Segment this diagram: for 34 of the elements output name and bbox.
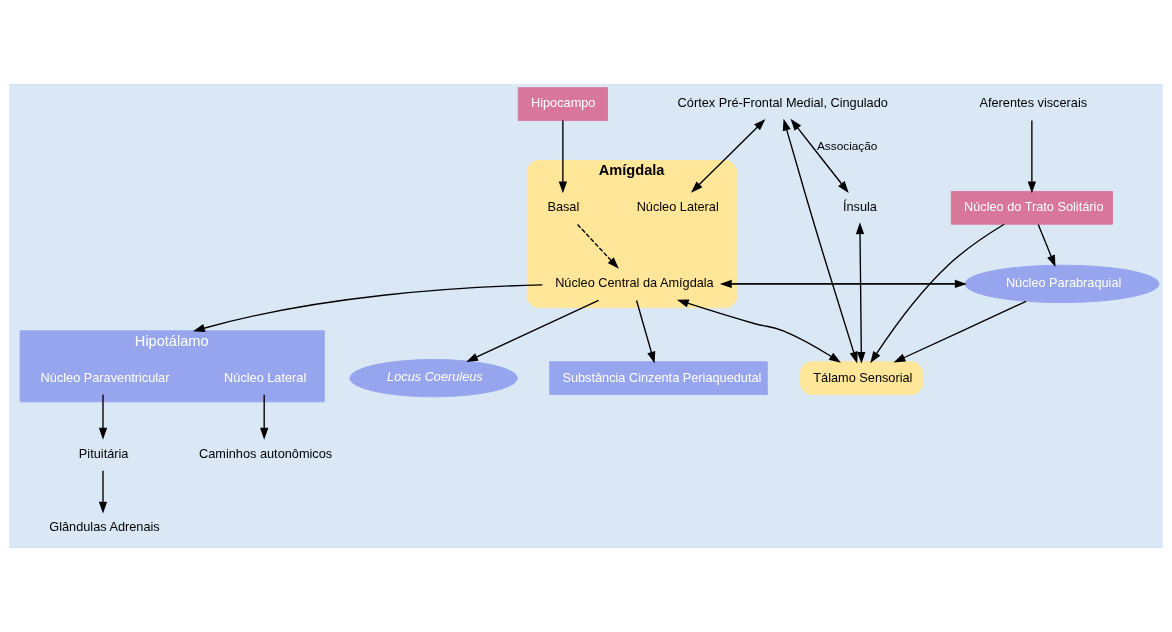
node-ellipse: Locus Coeruleus xyxy=(349,359,518,398)
node-box: Substância Cinzenta Periaquedutal xyxy=(549,361,768,395)
node-text: Glândulas Adrenais xyxy=(49,519,160,535)
arrow xyxy=(193,284,544,333)
arrow xyxy=(98,470,108,514)
arrow xyxy=(855,222,866,364)
arrow xyxy=(790,118,849,193)
node-text: Caminhos autonômicos xyxy=(199,445,333,461)
arrow xyxy=(466,299,600,362)
arrow xyxy=(558,119,568,194)
node-box: Tálamo Sensorial xyxy=(800,361,924,395)
node-text: Núcleo Paraventricular xyxy=(40,369,170,385)
node-box: Hipocampo xyxy=(517,87,608,121)
node-box: Núcleo do Trato Solitário xyxy=(950,191,1113,225)
arrow xyxy=(1027,119,1037,194)
arrow xyxy=(1037,223,1056,268)
node-text: Córtex Pré-Frontal Medial, Cingulado xyxy=(677,95,888,111)
arrow xyxy=(782,118,858,364)
arrow xyxy=(676,299,841,363)
node-text: Aferentes viscerais xyxy=(979,95,1088,111)
arrow xyxy=(260,394,269,440)
arrow xyxy=(893,300,1027,363)
node-text: Pituitária xyxy=(78,445,129,461)
node-text: Núcleo Lateral xyxy=(224,369,307,385)
edge-label: Associação xyxy=(816,138,878,153)
node-text: Ínsula xyxy=(842,199,877,215)
node-text: Núcleo Lateral xyxy=(636,199,719,215)
node-text: Núcleo Central da Amígdala xyxy=(555,275,714,291)
arrow xyxy=(691,118,766,193)
arrow xyxy=(870,223,1005,364)
arrow xyxy=(98,394,108,440)
arrow xyxy=(576,223,619,269)
node-text: Basal xyxy=(547,199,580,215)
node-ellipse: Núcleo Parabraquial xyxy=(964,264,1160,304)
